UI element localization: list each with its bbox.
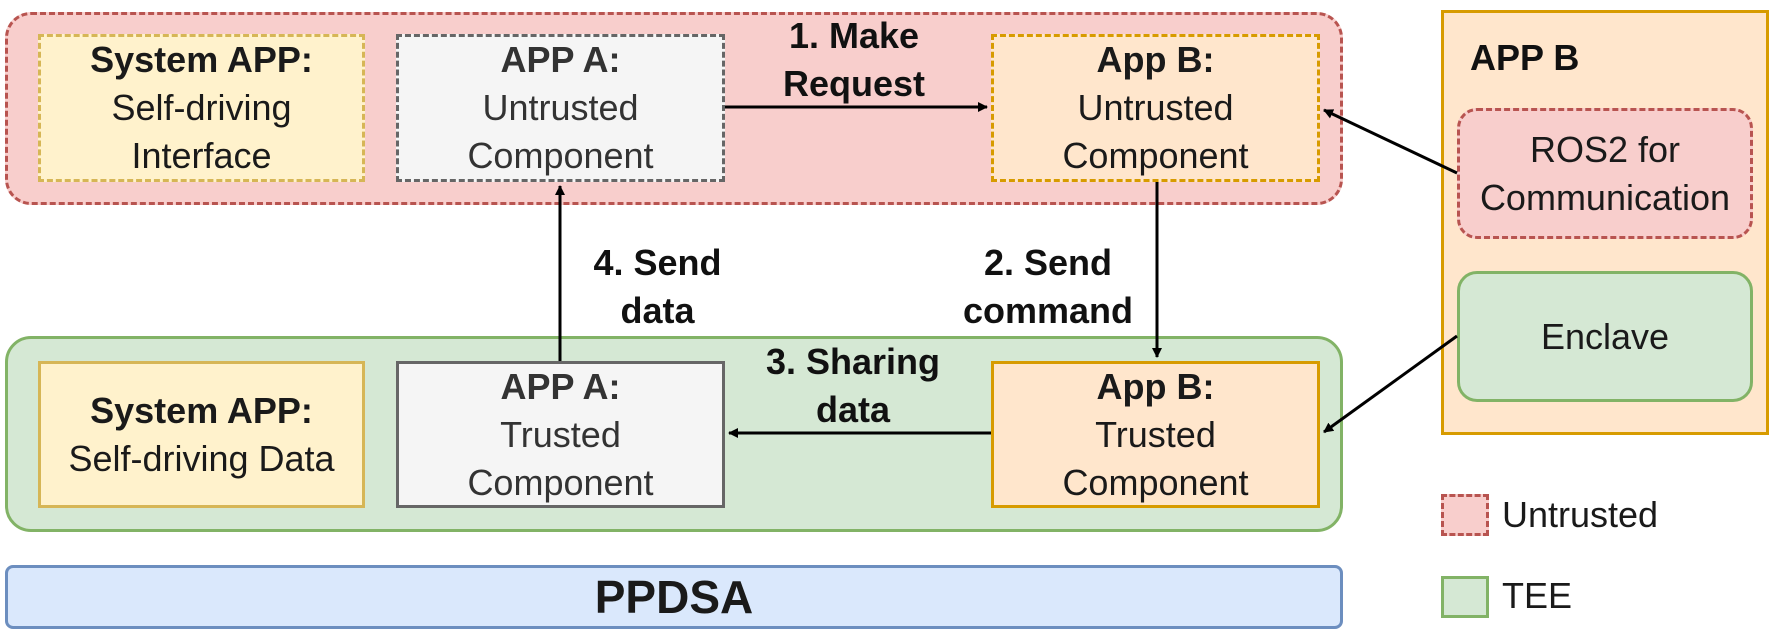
- ppdsa-bar: PPDSA: [5, 565, 1343, 629]
- app-b-trusted-line2: Component: [1062, 461, 1249, 503]
- app-a-trusted-box: APP A: Trusted Component: [396, 361, 725, 508]
- app-b-trusted-title: App B:: [1096, 365, 1215, 407]
- app-b-untrusted-line1: Untrusted: [1077, 87, 1234, 128]
- app-b-untrusted-box: App B: Untrusted Component: [991, 34, 1320, 182]
- legend-tee-label: TEE: [1502, 575, 1573, 616]
- step1-line2: Request: [782, 63, 926, 104]
- system-app-interface-line2: Interface: [131, 135, 272, 176]
- app-a-untrusted-title: APP A:: [500, 39, 621, 80]
- legend-tee-swatch: [1441, 576, 1489, 618]
- app-a-untrusted-box: APP A: Untrusted Component: [396, 34, 725, 182]
- arrow-enclave-to-app-b: [1323, 334, 1458, 434]
- app-a-trusted-line2: Component: [467, 461, 654, 503]
- step2-line1: 2. Send: [983, 242, 1113, 283]
- system-app-interface-box: System APP: Self-driving Interface: [38, 34, 365, 182]
- step1-label: 1. Make Request: [745, 12, 963, 108]
- ros2-box: ROS2 for Communication: [1457, 108, 1753, 239]
- app-b-untrusted-title: App B:: [1096, 39, 1215, 80]
- step4-line2: data: [620, 290, 695, 331]
- app-a-untrusted-line2: Component: [467, 135, 654, 176]
- ppdsa-label: PPDSA: [594, 571, 754, 623]
- app-a-trusted-line1: Trusted: [500, 413, 621, 455]
- legend-untrusted-swatch: [1441, 494, 1489, 536]
- legend-untrusted-label: Untrusted: [1502, 494, 1659, 535]
- system-app-interface-line1: Self-driving: [111, 87, 292, 128]
- step3-line1: 3. Sharing: [765, 341, 941, 382]
- app-b-panel-title: APP B: [1470, 37, 1580, 78]
- app-b-trusted-line1: Trusted: [1095, 413, 1216, 455]
- system-app-data-box: System APP: Self-driving Data: [38, 361, 365, 508]
- step4-line1: 4. Send: [593, 242, 722, 283]
- step4-label: 4. Send data: [570, 239, 745, 335]
- enclave-label: Enclave: [1540, 315, 1670, 357]
- step2-label: 2. Send command: [938, 239, 1158, 335]
- step2-line2: command: [962, 290, 1134, 331]
- step3-line2: data: [815, 389, 891, 430]
- system-app-interface-title: System APP:: [90, 39, 313, 80]
- app-b-trusted-box: App B: Trusted Component: [991, 361, 1320, 508]
- step3-label: 3. Sharing data: [740, 338, 966, 434]
- ros2-line1: ROS2 for: [1529, 128, 1681, 170]
- app-b-untrusted-line2: Component: [1062, 135, 1249, 176]
- app-a-trusted-title: APP A:: [500, 365, 621, 407]
- system-app-data-line1: Self-driving Data: [68, 437, 335, 479]
- app-a-untrusted-line1: Untrusted: [482, 87, 639, 128]
- enclave-box: Enclave: [1457, 271, 1753, 402]
- step1-line1: 1. Make: [788, 15, 920, 56]
- arrow-ros2-to-app-b: [1323, 108, 1458, 175]
- ros2-line2: Communication: [1479, 176, 1731, 218]
- system-app-data-title: System APP:: [90, 389, 313, 431]
